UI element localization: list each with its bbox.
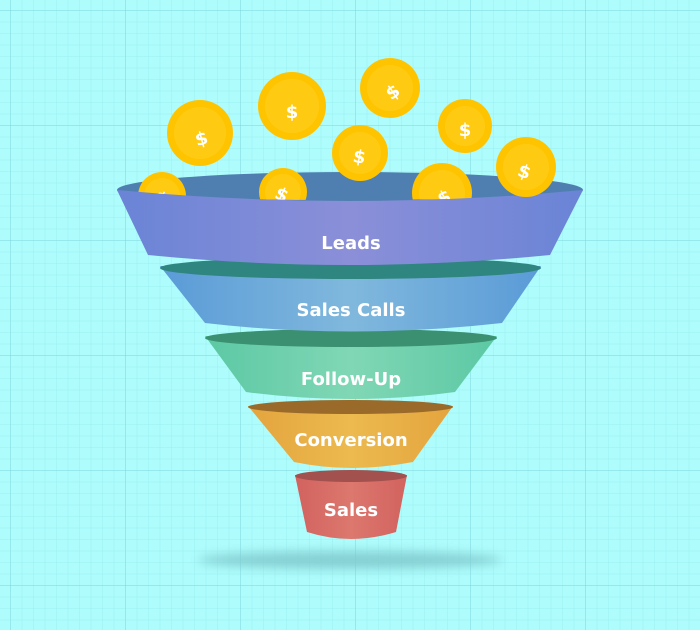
coin-icon: $: [332, 125, 388, 181]
svg-text:$: $: [286, 102, 299, 123]
funnel-stage-leads[interactable]: $ $ $ Leads: [117, 163, 583, 265]
coin-icon: $: [412, 163, 472, 200]
funnel-stage-sales-calls[interactable]: Sales Calls: [160, 257, 541, 332]
funnel-stage-conversion[interactable]: Conversion: [248, 400, 453, 468]
coin-icon: $: [438, 99, 492, 153]
coin-icon: $: [259, 168, 307, 200]
stage-label-leads: Leads: [321, 233, 380, 254]
coin-icon: $: [496, 137, 556, 197]
coin-icon: $: [360, 58, 420, 118]
stage-label-sales-calls: Sales Calls: [297, 300, 406, 321]
coin-icon: $: [258, 72, 326, 140]
svg-text:$: $: [193, 128, 211, 152]
funnel-stage-sales[interactable]: Sales: [295, 470, 407, 539]
coins-airborne: $ $ $ $ $ $: [167, 58, 556, 197]
stage-label-conversion: Conversion: [294, 430, 407, 451]
svg-text:$: $: [351, 146, 367, 169]
coin-icon: $: [167, 100, 233, 166]
svg-text:$: $: [459, 120, 472, 141]
stage-label-follow-up: Follow-Up: [301, 369, 401, 390]
stage-label-sales: Sales: [324, 500, 378, 521]
funnel-shadow: [198, 551, 502, 569]
funnel-stage-follow-up[interactable]: Follow-Up: [205, 329, 497, 399]
